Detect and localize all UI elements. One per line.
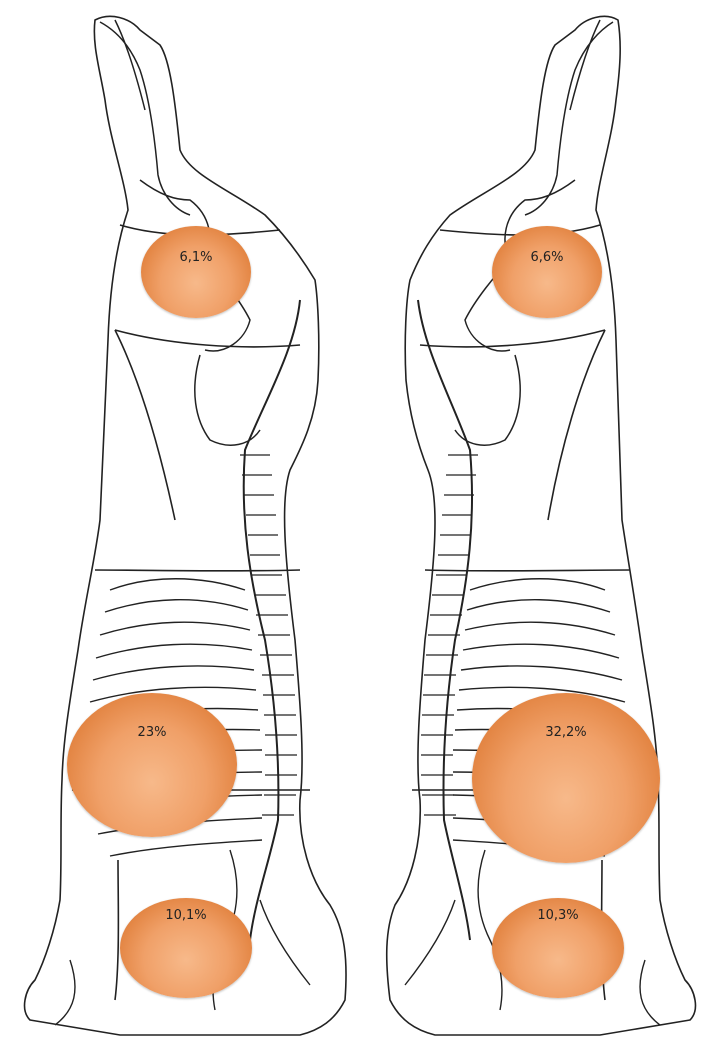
right-cut-line	[548, 330, 605, 520]
right-bottom-bubble: 10,3%	[492, 898, 624, 998]
right-vertebrae	[421, 455, 478, 815]
right-carcass	[387, 16, 696, 1035]
left-carcass	[25, 16, 346, 1035]
right-bottom-label: 10,3%	[492, 908, 624, 923]
left-top-bubble: 6,1%	[141, 226, 251, 318]
left-cut-line	[115, 330, 300, 347]
right-middle-label: 32,2%	[472, 725, 660, 740]
right-carcass-outline	[387, 16, 696, 1035]
left-cut-line	[115, 330, 175, 520]
left-cut-line	[115, 860, 118, 1000]
right-top-bubble: 6,6%	[492, 226, 602, 318]
left-cut-line	[95, 570, 300, 571]
right-cut-line	[420, 330, 605, 347]
left-top-label: 6,1%	[141, 250, 251, 265]
left-spine	[244, 300, 300, 940]
left-bottom-label: 10,1%	[120, 908, 252, 923]
right-spine	[418, 300, 472, 940]
left-bottom-bubble: 10,1%	[120, 898, 252, 998]
right-top-label: 6,6%	[492, 250, 602, 265]
left-middle-bubble: 23%	[67, 693, 237, 837]
right-cut-line	[425, 570, 630, 571]
left-middle-label: 23%	[67, 725, 237, 740]
left-vertebrae	[240, 455, 297, 815]
left-carcass-outline	[25, 16, 346, 1035]
right-middle-bubble: 32,2%	[472, 693, 660, 863]
